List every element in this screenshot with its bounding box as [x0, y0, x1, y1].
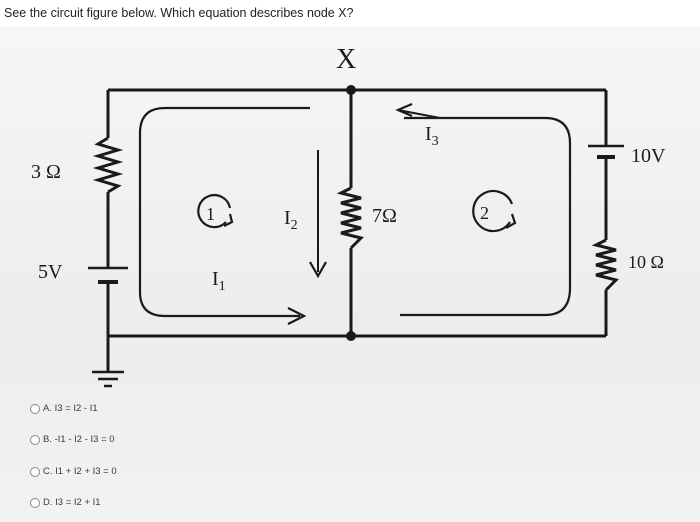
question-text: See the circuit figure below. Which equa… — [4, 6, 354, 20]
node-bottom-dot — [346, 331, 356, 341]
option-b-label: B. -I1 - I2 - I3 = 0 — [43, 434, 115, 445]
loop-1-circulation-arrow-icon — [223, 213, 234, 227]
loop-1-number: 1 — [206, 204, 215, 224]
resistor-7-ohm-label: 7Ω — [372, 205, 397, 227]
node-x-dot — [346, 85, 356, 95]
i2-arrowhead — [309, 261, 327, 279]
loop-2-path — [400, 116, 572, 317]
option-d-radio[interactable] — [30, 497, 40, 508]
option-d-label: D. I3 = I2 + I1 — [43, 497, 101, 508]
option-c[interactable]: C. I1 + I2 + I3 = 0 — [30, 466, 117, 477]
node-x-label: X — [336, 44, 356, 75]
loop-1-path — [138, 106, 310, 318]
option-b[interactable]: B. -I1 - I2 - I3 = 0 — [30, 434, 115, 445]
loop-2-circulation-arrow-icon — [505, 213, 517, 229]
loop-2-number: 2 — [480, 203, 489, 223]
option-a-label: A. I3 = I2 - I1 — [43, 403, 98, 414]
option-d[interactable]: D. I3 = I2 + I1 — [30, 497, 101, 508]
battery-10v-label: 10V — [631, 145, 666, 167]
current-i2-label: I2 — [284, 207, 298, 233]
loop-2-circulation-icon — [472, 189, 514, 233]
i3-arrow-shaft — [397, 109, 441, 119]
option-a[interactable]: A. I3 = I2 - I1 — [30, 403, 98, 414]
option-c-radio[interactable] — [30, 466, 40, 477]
option-b-radio[interactable] — [30, 434, 40, 445]
resistor-7-ohm — [336, 186, 364, 250]
option-c-label: C. I1 + I2 + I3 = 0 — [43, 466, 117, 477]
option-a-radio[interactable] — [30, 403, 40, 414]
resistor-3-ohm-label: 3 Ω — [31, 161, 61, 183]
loop-1-circulation-icon — [197, 194, 232, 229]
current-i1-label: I1 — [212, 268, 226, 294]
battery-5v-label: 5V — [38, 261, 63, 283]
resistor-10-ohm-label: 10 Ω — [628, 252, 664, 272]
current-i3-label: I3 — [425, 123, 439, 149]
resistor-3-ohm — [92, 136, 124, 194]
resistor-10-ohm — [591, 238, 619, 292]
loop-1-arrowhead — [287, 307, 307, 325]
